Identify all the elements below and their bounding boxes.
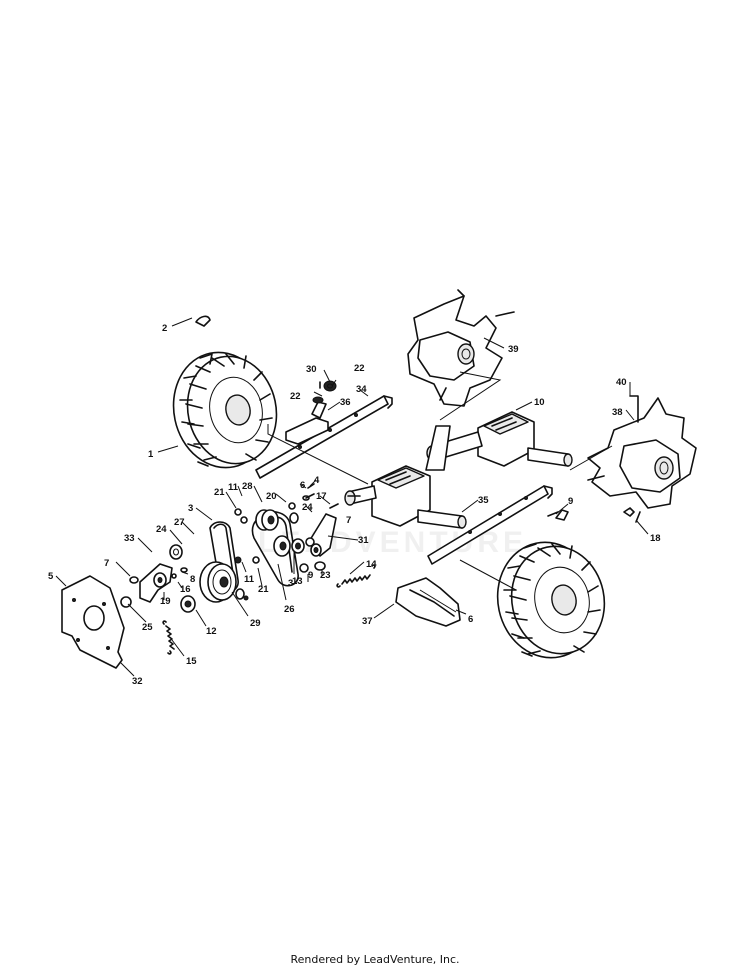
callout-32: 32 — [132, 676, 143, 687]
callout-6: 6 — [300, 480, 305, 491]
callout-33: 33 — [124, 533, 135, 544]
callout-29: 29 — [250, 618, 261, 629]
callout-19: 19 — [160, 596, 171, 607]
callout-11: 11 — [228, 482, 239, 493]
callout-3: 3 — [288, 578, 293, 589]
callout-8: 8 — [190, 574, 195, 585]
spring-15 — [162, 620, 175, 655]
callout-4: 4 — [314, 475, 320, 486]
callout-12: 12 — [206, 626, 217, 637]
callout-37: 37 — [362, 616, 373, 627]
callout-18: 18 — [650, 533, 661, 544]
callout-22: 22 — [290, 391, 301, 402]
tine-assembly-right — [587, 397, 697, 523]
callout-1: 1 — [148, 449, 154, 460]
callout-7: 7 — [104, 558, 109, 569]
callout-14: 14 — [366, 559, 377, 570]
right-wheel — [496, 541, 606, 659]
callout-17: 17 — [316, 491, 327, 502]
shield-37 — [395, 577, 461, 627]
callout-27: 27 — [174, 517, 185, 528]
transmission-gearbox-lower — [344, 425, 467, 529]
callout-20: 20 — [266, 491, 277, 502]
spring-14 — [336, 564, 376, 588]
callout-labels: 2 1 30 22 22 36 34 39 10 40 38 18 9 35 2… — [48, 323, 661, 687]
callout-3: 3 — [188, 503, 193, 514]
callout-21: 21 — [258, 584, 269, 595]
callout-24: 24 — [302, 502, 313, 513]
callout-30: 30 — [306, 364, 317, 375]
callout-24: 24 — [156, 524, 167, 535]
idler-arm-31 — [309, 503, 339, 557]
side-cover-plate — [61, 575, 125, 669]
footer-credit: Rendered by LeadVenture, Inc. — [290, 953, 460, 966]
callout-34: 34 — [356, 384, 367, 395]
callout-36: 36 — [340, 397, 351, 408]
callout-40: 40 — [616, 377, 627, 388]
callout-22: 22 — [354, 363, 365, 374]
frame-bar-upper — [255, 395, 393, 479]
bracket-33 — [139, 563, 173, 603]
callout-6: 6 — [468, 614, 473, 625]
callout-9: 9 — [308, 570, 313, 581]
callout-11: 11 — [244, 574, 255, 585]
frame-bar-lower — [427, 485, 553, 565]
callout-21: 21 — [214, 487, 225, 498]
callout-31: 31 — [358, 535, 369, 546]
callout-39: 39 — [508, 344, 519, 355]
callout-23: 23 — [320, 570, 331, 581]
tine-assembly-upper — [407, 289, 515, 407]
reference-lines — [267, 371, 613, 613]
callout-35: 35 — [478, 495, 489, 506]
left-wheel — [172, 351, 278, 469]
callout-13: 13 — [292, 576, 303, 587]
callout-16: 16 — [180, 584, 191, 595]
large-pulley-29 — [199, 561, 249, 603]
callout-26: 26 — [284, 604, 295, 615]
callout-5: 5 — [48, 571, 54, 582]
callout-28: 28 — [242, 481, 253, 492]
small-hardware — [120, 315, 639, 615]
callout-15: 15 — [186, 656, 197, 667]
leader-lines — [55, 317, 649, 677]
callout-7: 7 — [346, 515, 351, 526]
callout-9: 9 — [568, 496, 573, 507]
pulley-28 — [255, 495, 310, 531]
callout-25: 25 — [142, 622, 153, 633]
pulley-3-small — [273, 535, 305, 557]
callout-2: 2 — [162, 323, 167, 334]
bearing-bracket — [285, 380, 337, 445]
callout-10: 10 — [534, 397, 545, 408]
callout-38: 38 — [612, 407, 623, 418]
